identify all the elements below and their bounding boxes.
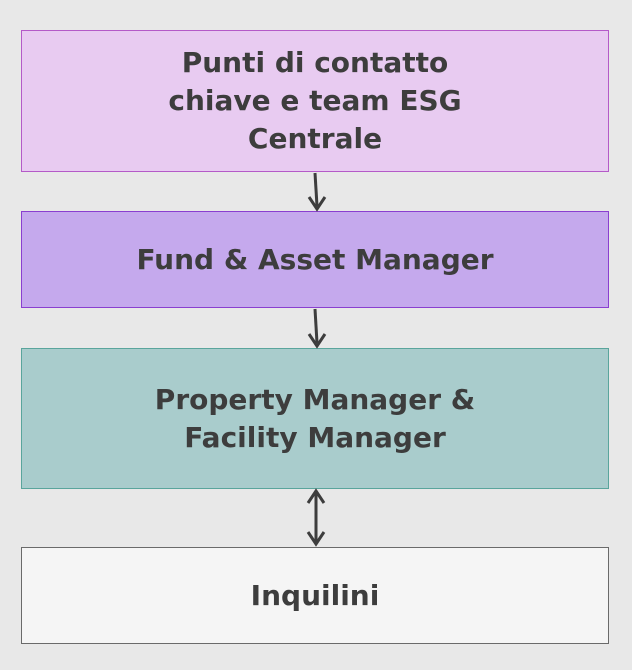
arrow-head-down <box>306 531 326 547</box>
arrow-box2-to-box3 <box>307 308 327 349</box>
arrow-box1-to-box2 <box>307 172 327 212</box>
property-facility-manager-label: Property Manager & Facility Manager <box>154 382 476 454</box>
arrow-head-down <box>307 196 327 212</box>
arrow-head-down <box>307 333 327 349</box>
arrow-box3-box4-bidirectional <box>306 488 326 547</box>
tenants-label: Inquilini <box>250 578 380 612</box>
esg-contacts-box: Punti di contatto chiave e team ESG Cent… <box>21 30 609 172</box>
esg-contacts-label: Punti di contatto chiave e team ESG Cent… <box>168 46 462 155</box>
property-facility-manager-box: Property Manager & Facility Manager <box>21 348 609 489</box>
arrow-shaft <box>313 308 319 344</box>
arrow-head-up <box>306 488 326 504</box>
tenants-box: Inquilini <box>21 547 609 644</box>
fund-asset-manager-box: Fund & Asset Manager <box>21 211 609 308</box>
arrow-shaft <box>313 172 319 207</box>
fund-asset-manager-label: Fund & Asset Manager <box>136 242 494 276</box>
